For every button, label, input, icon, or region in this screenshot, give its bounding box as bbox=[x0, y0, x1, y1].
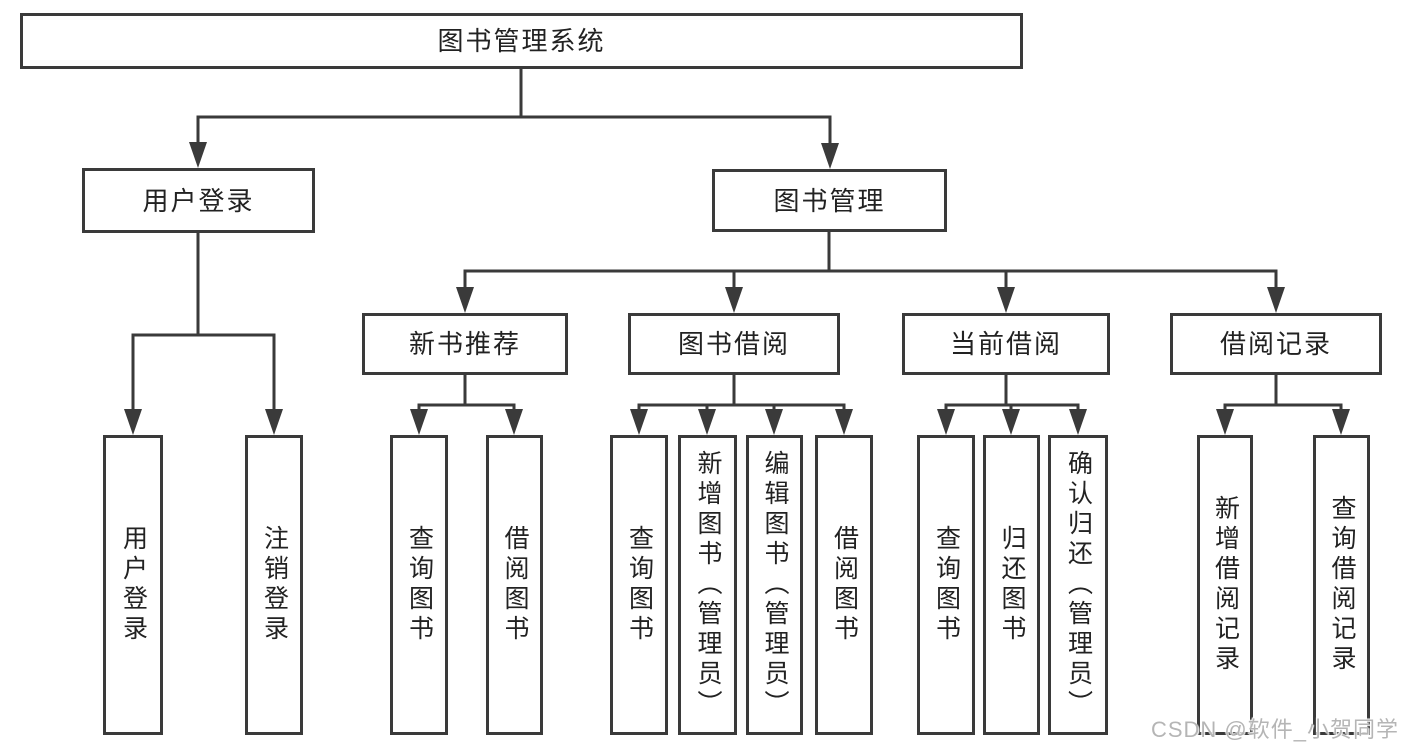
leaf-borrow-query-book: 查询图书 bbox=[610, 435, 668, 735]
leaf-borrow-add-book-admin: 新增图书（管理员） bbox=[678, 435, 737, 735]
csdn-watermark: CSDN @软件_小贺同学 bbox=[1150, 717, 1399, 742]
leaf-recommend-query-book: 查询图书 bbox=[390, 435, 448, 735]
arrowhead-to-current-confirm-return bbox=[1069, 409, 1087, 435]
leaf-borrow-borrow-book: 借阅图书 bbox=[815, 435, 873, 735]
arrowhead-to-book-management bbox=[821, 143, 839, 169]
leaf-logout-login: 注销登录 bbox=[245, 435, 303, 735]
arrowhead-to-borrow-records bbox=[1267, 287, 1285, 313]
arrowhead-to-recommend-query-book bbox=[410, 409, 428, 435]
node-book-borrow: 图书借阅 bbox=[628, 313, 840, 375]
arrowhead-to-user-login bbox=[189, 142, 207, 168]
arrowhead-to-current-borrow bbox=[997, 287, 1015, 313]
leaf-records-add-borrow-record: 新增借阅记录 bbox=[1197, 435, 1253, 735]
leaf-recommend-borrow-book: 借阅图书 bbox=[486, 435, 543, 735]
leaf-current-return-book: 归还图书 bbox=[983, 435, 1040, 735]
node-book-management: 图书管理 bbox=[712, 169, 947, 232]
arrowhead-to-borrow-edit-book bbox=[765, 409, 783, 435]
leaf-current-query-book: 查询图书 bbox=[917, 435, 975, 735]
node-user-login: 用户登录 bbox=[82, 168, 315, 233]
arrowhead-to-current-return-book bbox=[1002, 409, 1020, 435]
arrowhead-to-borrow-add-book bbox=[698, 409, 716, 435]
leaf-user-login: 用户登录 bbox=[103, 435, 163, 735]
arrowhead-to-current-query-book bbox=[937, 409, 955, 435]
node-borrow-records: 借阅记录 bbox=[1170, 313, 1382, 375]
node-new-book-recommend: 新书推荐 bbox=[362, 313, 568, 375]
arrowhead-to-new-book-recommend bbox=[456, 287, 474, 313]
arrowhead-to-borrow-borrow-book bbox=[835, 409, 853, 435]
arrowhead-to-records-add-record bbox=[1216, 409, 1234, 435]
arrowhead-to-records-query-record bbox=[1332, 409, 1350, 435]
arrowhead-to-leaf-logout bbox=[265, 409, 283, 435]
node-root-library-system: 图书管理系统 bbox=[20, 13, 1023, 69]
node-current-borrow: 当前借阅 bbox=[902, 313, 1110, 375]
leaf-borrow-edit-book-admin: 编辑图书（管理员） bbox=[746, 435, 803, 735]
arrowhead-to-book-borrow bbox=[725, 287, 743, 313]
arrowhead-to-borrow-query-book bbox=[630, 409, 648, 435]
leaf-current-confirm-return-admin: 确认归还（管理员） bbox=[1048, 435, 1108, 735]
leaf-records-query-borrow-record: 查询借阅记录 bbox=[1313, 435, 1370, 735]
arrowhead-to-leaf-user-login bbox=[124, 409, 142, 435]
arrowhead-to-recommend-borrow-book bbox=[505, 409, 523, 435]
